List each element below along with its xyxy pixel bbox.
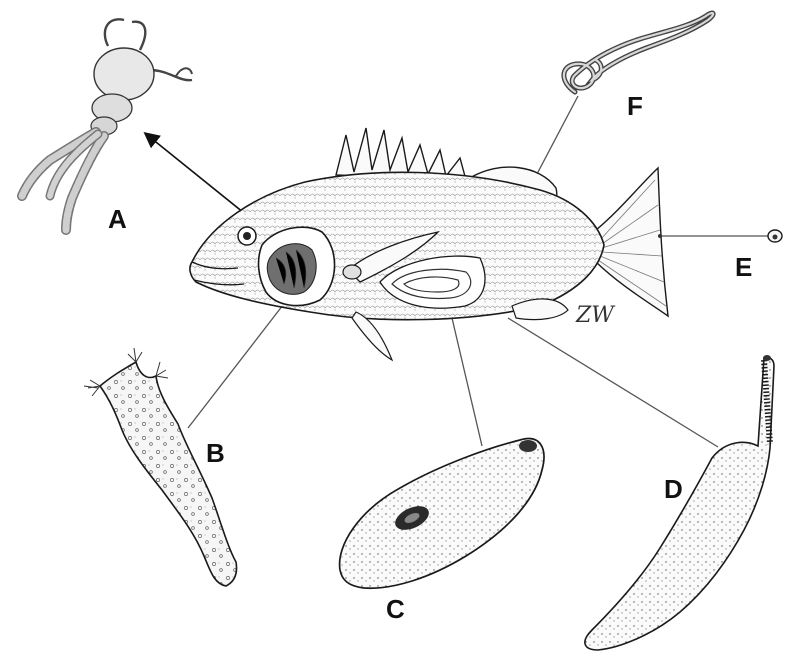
- artist-signature: ZW: [575, 303, 616, 328]
- parasite-c-fluke: [340, 439, 544, 589]
- label-b: B: [206, 440, 225, 466]
- label-a: A: [108, 206, 127, 232]
- parasite-e-cyst: [768, 230, 782, 242]
- label-e: E: [735, 254, 752, 280]
- pectoral-base: [343, 265, 361, 279]
- tail-fin: [596, 168, 668, 316]
- parasite-a-copepod: [22, 19, 192, 230]
- fish-pupil: [243, 232, 251, 240]
- label-d: D: [664, 476, 683, 502]
- label-f: F: [627, 93, 643, 119]
- line-to-c: [452, 318, 482, 446]
- parasite-f-nematode: [564, 13, 713, 92]
- line-to-b: [188, 305, 283, 428]
- label-c: C: [386, 596, 405, 622]
- line-to-d: [508, 318, 718, 447]
